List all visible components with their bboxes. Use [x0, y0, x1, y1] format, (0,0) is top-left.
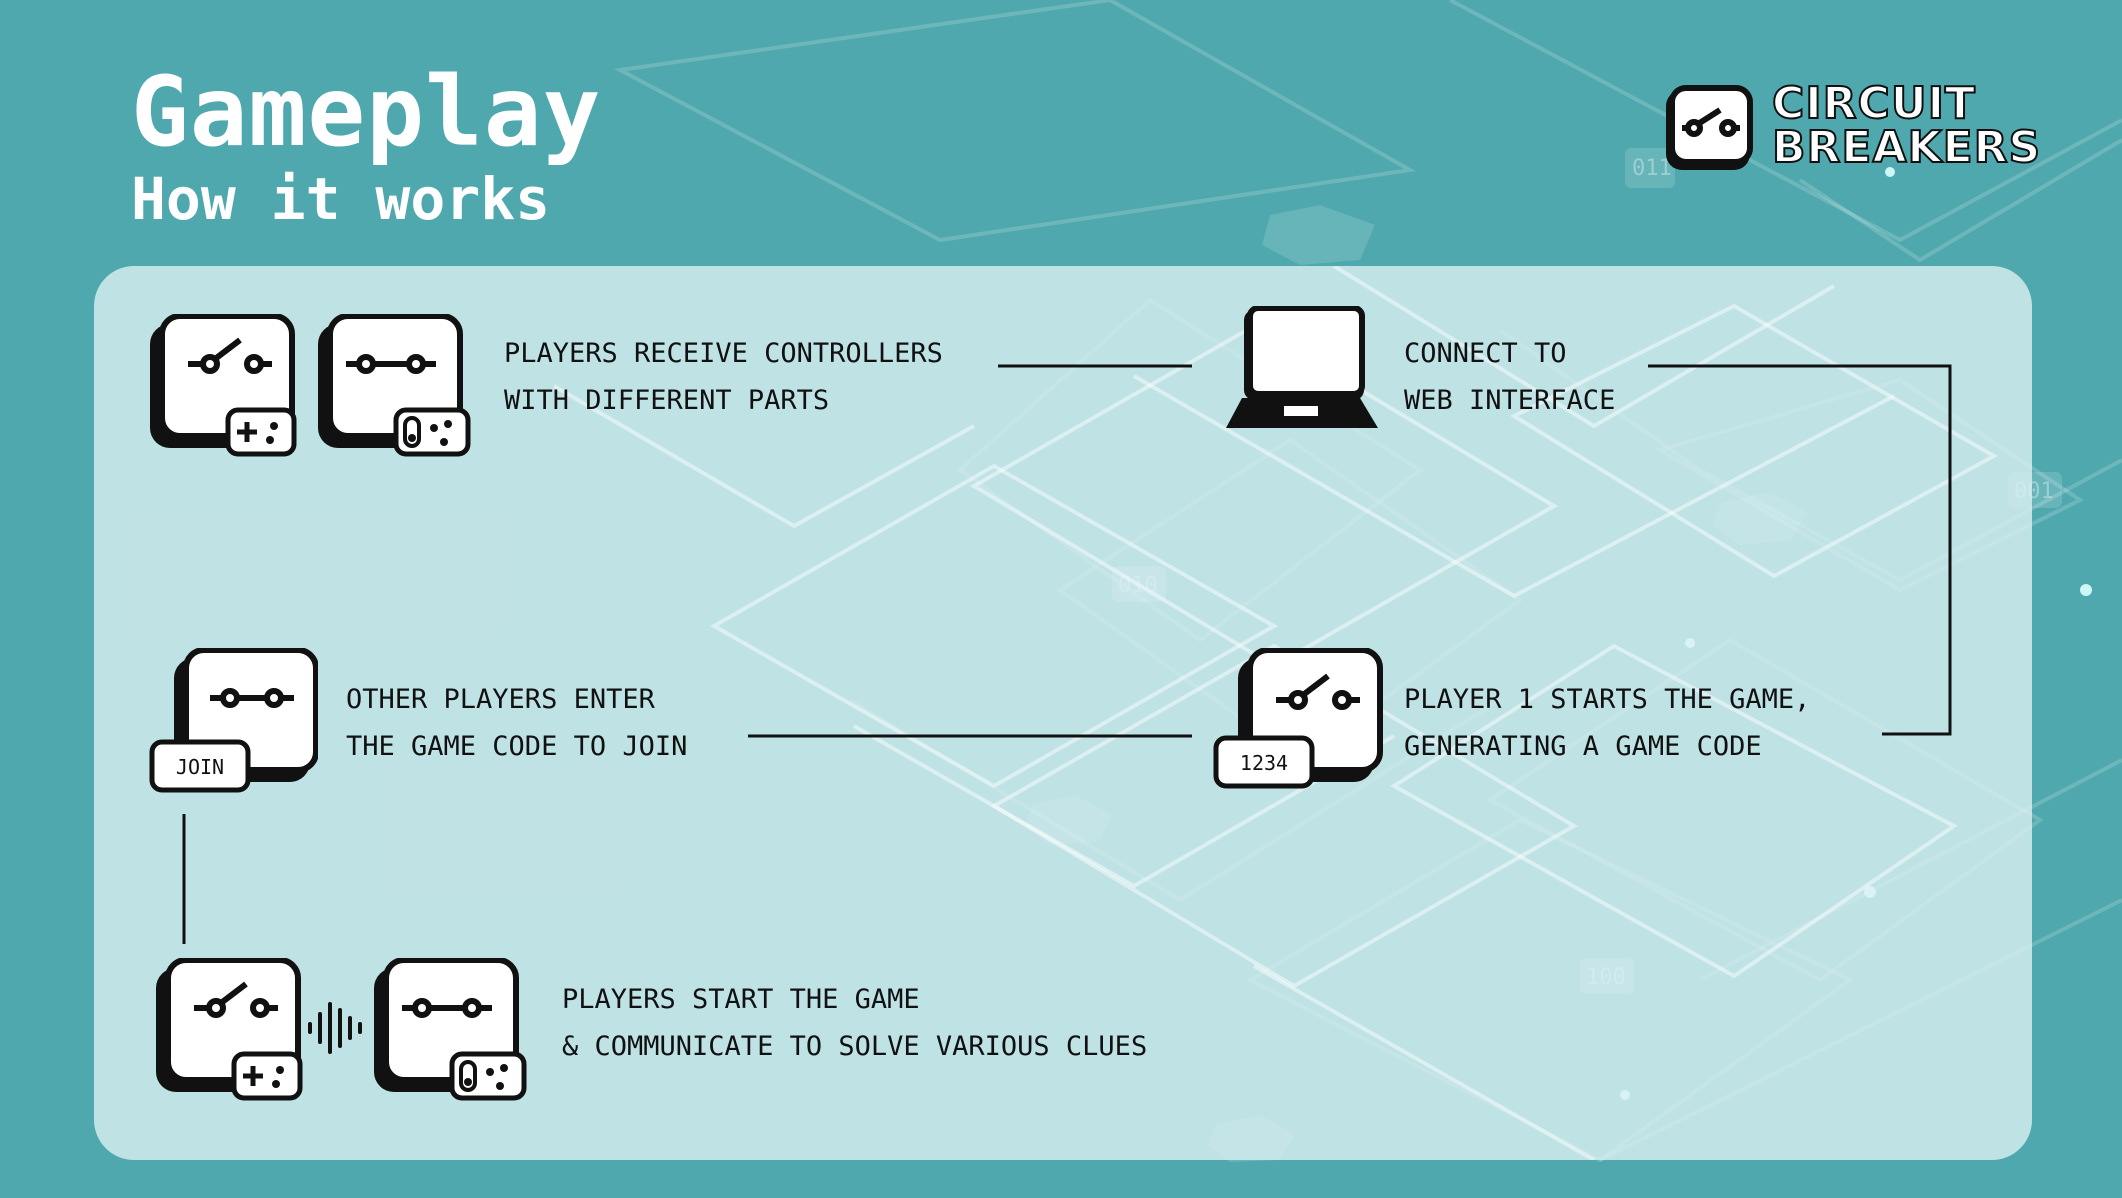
step-5-line-2: & COMMUNICATE TO SOLVE VARIOUS CLUES [562, 1031, 1148, 1062]
step-2-line-1: CONNECT TO [1404, 338, 1567, 369]
step-4-text: OTHER PLAYERS ENTER THE GAME CODE TO JOI… [346, 676, 687, 770]
join-badge: JOIN [176, 755, 224, 779]
page-subtitle: How it works [131, 165, 551, 233]
controller-switch-plus-icon [150, 314, 297, 457]
decor-label-011: 011 [1632, 156, 1672, 181]
step-5-line-1: PLAYERS START THE GAME [562, 984, 920, 1015]
logo-line-2: BREAKERS [1771, 122, 2042, 173]
controller-switch-plus-icon-2 [156, 958, 303, 1101]
circuit-breakers-logo [1666, 85, 1753, 170]
step-2-text: CONNECT TO WEB INTERFACE [1404, 330, 1615, 424]
step-3-text: PLAYER 1 STARTS THE GAME, GENERATING A G… [1404, 676, 1810, 770]
controller-game-code-icon: 1234 [1213, 648, 1383, 789]
step-1-line-2: WITH DIFFERENT PARTS [504, 385, 830, 416]
step-4-line-1: OTHER PLAYERS ENTER [346, 684, 655, 715]
step-2-line-2: WEB INTERFACE [1404, 385, 1616, 416]
step-1-line-1: PLAYERS RECEIVE CONTROLLERS [504, 338, 943, 369]
page-title: Gameplay [131, 56, 602, 168]
game-code-badge: 1234 [1240, 751, 1288, 775]
step-3-line-2: GENERATING A GAME CODE [1404, 731, 1762, 762]
step-5-text: PLAYERS START THE GAME & COMMUNICATE TO … [562, 976, 1147, 1070]
step-3-line-1: PLAYER 1 STARTS THE GAME, [1404, 684, 1811, 715]
sound-wave-icon [308, 1002, 362, 1054]
step-4-line-2: THE GAME CODE TO JOIN [346, 731, 688, 762]
logo-wordmark: CIRCUIT BREAKERS [1771, 78, 2042, 173]
logo-line-1: CIRCUIT [1771, 78, 1976, 129]
controller-switch-joystick-icon [318, 314, 471, 457]
laptop-icon [1226, 306, 1378, 428]
controller-switch-joystick-icon-2 [374, 958, 527, 1101]
step-1-text: PLAYERS RECEIVE CONTROLLERS WITH DIFFERE… [504, 330, 943, 424]
controller-join-icon: JOIN [149, 648, 318, 793]
